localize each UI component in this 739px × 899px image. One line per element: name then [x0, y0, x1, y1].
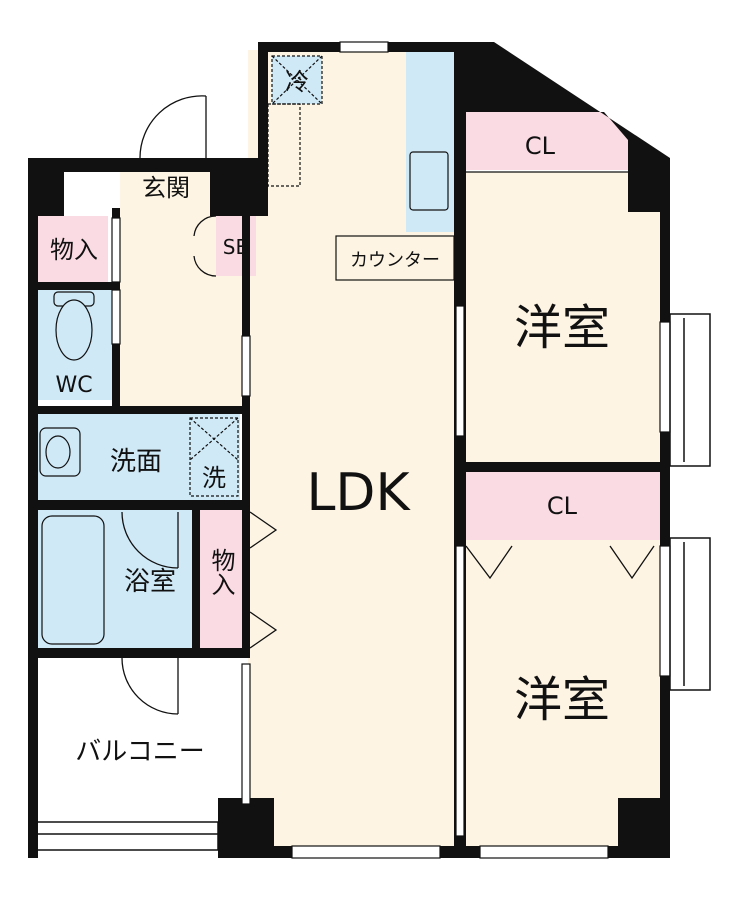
closet-fills [36, 112, 660, 648]
closet-door-1 [465, 545, 513, 580]
wall-entry-top [28, 158, 268, 172]
window-top [339, 41, 389, 53]
window-center-upper [455, 305, 465, 437]
window-bottom-ldk [291, 845, 441, 859]
label-ldk: LDK [306, 463, 411, 523]
label-storage-mid-1: 物入 [207, 548, 235, 596]
label-shoe-box: SB [223, 235, 249, 259]
fridge-cross-2 [271, 55, 323, 105]
wall-washroom-bottom [36, 500, 248, 510]
label-washroom: 洗面 [110, 447, 162, 477]
pillar-bottom-left [218, 798, 274, 858]
kitchen-sink [409, 151, 449, 211]
label-laundry: 洗 [202, 464, 226, 492]
bathroom-fill [36, 510, 192, 648]
western-room-top-floor [464, 172, 660, 462]
bath-door-arc [121, 511, 179, 569]
laundry-box [189, 417, 239, 497]
bathtub [41, 515, 105, 645]
label-western-room-bottom: 洋室 [514, 672, 610, 728]
wall-ldk-left [242, 216, 250, 656]
wall-mid [454, 462, 670, 472]
fridge-box [271, 55, 323, 105]
window-right-top [659, 321, 671, 433]
entrance-floor-fill [120, 172, 216, 208]
pillar-top-left-room [454, 112, 466, 172]
wall-diagonal [456, 42, 670, 212]
window-hall [111, 289, 121, 345]
pillar-bottom-right [618, 798, 670, 858]
window-corridor [241, 335, 251, 397]
closet-top-fill [464, 112, 628, 170]
label-toilet: WC [55, 373, 92, 398]
counter-box [335, 235, 455, 281]
wall-left-corner [28, 158, 64, 216]
wall-kitchen-left [258, 42, 268, 160]
label-closet-bottom: CL [547, 492, 578, 520]
storage-door-1 [249, 511, 278, 549]
wall-storage-bottom [36, 282, 120, 290]
basin-bowl [45, 435, 71, 469]
label-balcony: バルコニー [75, 737, 204, 767]
laundry-cross-2 [189, 417, 239, 461]
window-center-lower [455, 545, 465, 837]
doors [121, 95, 655, 715]
kitchen-counter-fill [406, 52, 454, 232]
railing-outer [35, 821, 219, 851]
label-counter: カウンター [350, 250, 440, 271]
wall-left [28, 158, 38, 858]
label-entrance: 玄関 [142, 174, 190, 202]
sb-door-arc2 [193, 255, 217, 277]
room-labels: LDK 洋室 洋室 CL CL 玄関 物入 SB WC 洗面 洗 浴室 物入 バ… [50, 68, 610, 767]
balcony-door-arc [121, 657, 179, 715]
closet-bottom-fill [464, 472, 660, 540]
sb-door-arc1 [193, 215, 217, 237]
window-right-bottom [659, 545, 671, 677]
windows [111, 41, 671, 859]
fridge-space [267, 103, 301, 187]
storage-door-2 [249, 611, 278, 649]
wall-wc-bottom [36, 406, 248, 414]
window-bottom-room [479, 845, 609, 859]
label-fridge: 冷 [285, 68, 309, 96]
closet-door-2 [609, 545, 655, 580]
balcony-railing [35, 313, 711, 851]
storage-left-fill [36, 216, 108, 282]
bay-top [669, 313, 711, 467]
basin [39, 427, 81, 477]
wall-right [660, 158, 670, 858]
window-balcony [241, 663, 251, 805]
fixtures [39, 55, 455, 645]
entrance-door-arc [139, 95, 207, 159]
storage-mid-fill [200, 508, 242, 648]
fridge-cross-1 [271, 55, 323, 105]
wall-bath-bottom [28, 648, 250, 658]
label-bathroom: 浴室 [124, 567, 176, 597]
wall-wc-right [112, 282, 120, 410]
label-western-room-top: 洋室 [514, 300, 610, 356]
laundry-fill [188, 414, 240, 500]
wall-entry-block [210, 158, 268, 216]
bay-bottom [669, 537, 711, 691]
toilet-bowl [55, 299, 93, 361]
label-closet-top: CL [525, 132, 556, 160]
label-storage-left: 物入 [50, 236, 98, 264]
wall-bath-right [192, 500, 200, 656]
window-storage-left [111, 217, 121, 283]
